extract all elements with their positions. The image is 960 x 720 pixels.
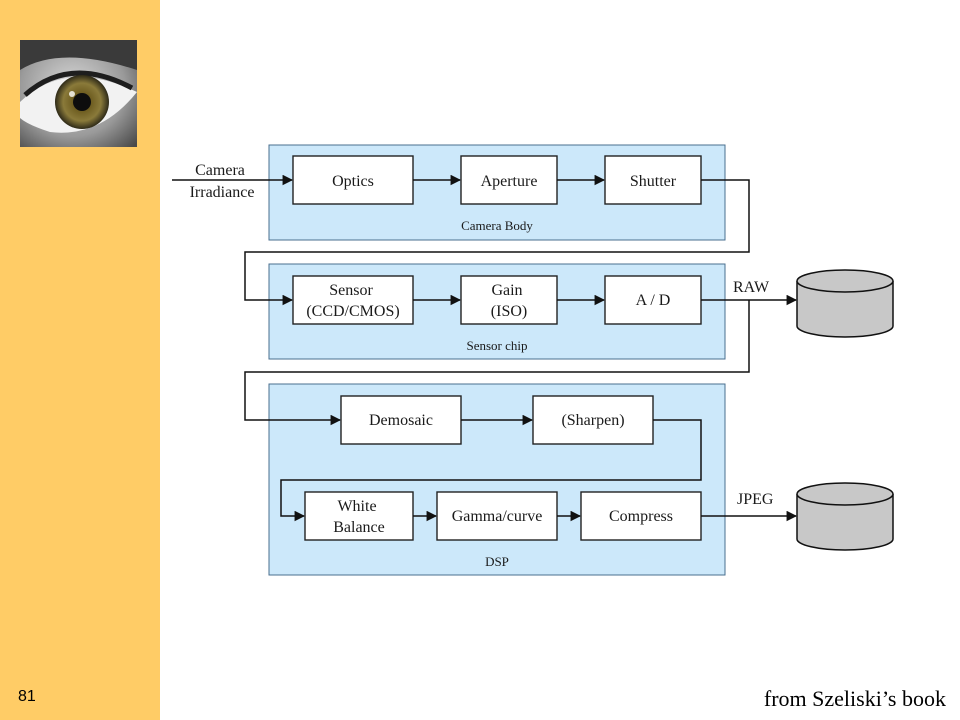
compress-block: Compress <box>580 491 702 541</box>
jpeg-label: JPEG <box>737 491 774 508</box>
svg-text:Aperture: Aperture <box>481 173 538 190</box>
sensor-chip-label: Sensor chip <box>466 338 527 353</box>
svg-text:A / D: A / D <box>636 292 671 309</box>
aperture-block: Aperture <box>460 155 558 205</box>
arrow-ad-demosaic <box>244 300 750 426</box>
page-number: 81 <box>18 688 36 705</box>
jpeg-storage-icon <box>796 482 894 551</box>
svg-text:Shutter: Shutter <box>630 173 677 190</box>
raw-storage-icon <box>796 269 894 338</box>
arrow-shutter-sensor <box>244 179 750 306</box>
dsp-label: DSP <box>485 554 509 569</box>
shutter-block: Shutter <box>604 155 702 205</box>
svg-text:Compress: Compress <box>609 508 673 525</box>
source-credit: from Szeliski’s book <box>763 686 946 711</box>
svg-text:Gamma/curve: Gamma/curve <box>452 508 543 525</box>
svg-text:Gain (ISO): Gain (ISO) <box>491 282 527 320</box>
svg-text:(Sharpen): (Sharpen) <box>561 412 624 429</box>
camera-irradiance-label: Camera Irradiance <box>190 162 255 201</box>
ad-converter-block: A / D <box>604 275 702 325</box>
svg-text:Sensor (CCD/CMOS): Sensor (CCD/CMOS) <box>306 282 399 320</box>
raw-label: RAW <box>733 279 770 296</box>
eye-photo <box>20 40 137 147</box>
gain-block: Gain (ISO) <box>460 275 558 325</box>
gamma-curve-block: Gamma/curve <box>436 491 558 541</box>
white-balance-block: White Balance <box>304 491 414 541</box>
sharpen-block: (Sharpen) <box>532 395 654 445</box>
camera-body-label: Camera Body <box>461 218 533 233</box>
sensor-block: Sensor (CCD/CMOS) <box>292 275 414 325</box>
optics-block: Optics <box>292 155 414 205</box>
arrow-sharpen-white-balance <box>280 419 702 522</box>
svg-text:White Balance: White Balance <box>333 498 385 536</box>
svg-text:Demosaic: Demosaic <box>369 412 433 429</box>
svg-text:Optics: Optics <box>332 173 374 190</box>
demosaic-block: Demosaic <box>340 395 462 445</box>
